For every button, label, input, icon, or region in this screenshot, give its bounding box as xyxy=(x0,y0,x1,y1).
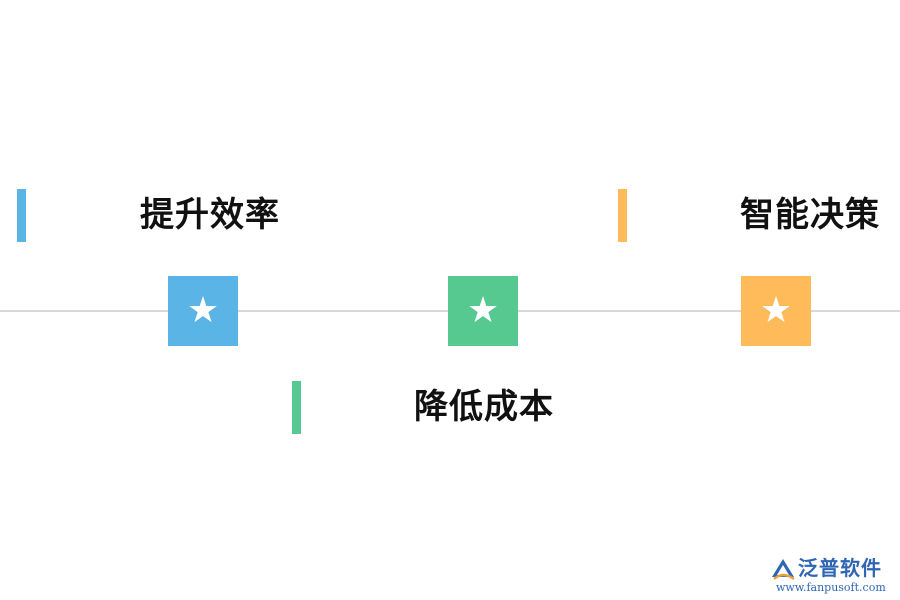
accent-bar-3 xyxy=(618,189,627,242)
milestone-marker-1: ★ xyxy=(168,276,238,346)
brand-watermark: 泛普软件 www.fanpusoft.com xyxy=(770,552,892,596)
milestone-label-1: 提升效率 xyxy=(140,195,280,235)
star-icon: ★ xyxy=(466,290,500,331)
brand-name: 泛普软件 xyxy=(798,556,882,580)
milestone-label-3: 智能决策 xyxy=(740,195,880,235)
brand-logo-icon xyxy=(772,559,795,581)
accent-bar-2 xyxy=(292,381,301,434)
milestone-marker-2: ★ xyxy=(448,276,518,346)
brand-url: www.fanpusoft.com xyxy=(776,581,886,594)
milestone-label-2: 降低成本 xyxy=(414,387,554,427)
star-icon: ★ xyxy=(186,290,220,331)
milestone-marker-3: ★ xyxy=(741,276,811,346)
accent-bar-1 xyxy=(17,189,26,242)
star-icon: ★ xyxy=(759,290,793,331)
